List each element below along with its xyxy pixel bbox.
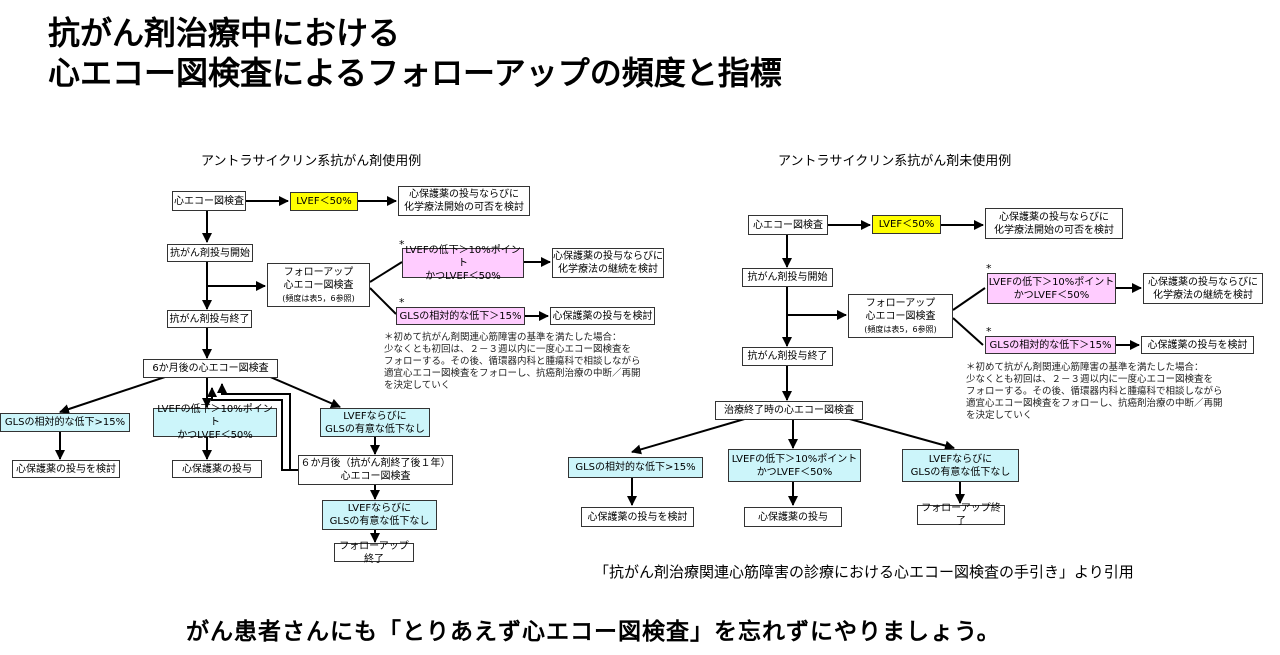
right-gls-drop-box: GLSの相対的な低下＞15% bbox=[985, 336, 1116, 354]
left-no-drop2-box: LVEFならびに GLSの有意な低下なし bbox=[322, 500, 437, 530]
right-cardio-consider-box: 心保護薬の投与を検討 bbox=[581, 507, 694, 527]
left-follow-end-box: フォローアップ終了 bbox=[334, 541, 414, 565]
right-follow-echo-box: フォローアップ 心エコー図検査(頻度は表5，6参照) bbox=[848, 294, 953, 338]
left-cardio-consider-box: 心保護薬の投与を検討 bbox=[12, 460, 120, 478]
right-no-drop-box: LVEFならびに GLSの有意な低下なし bbox=[902, 449, 1019, 482]
left-consider-cardio-box: 心保護薬の投与を検討 bbox=[550, 307, 655, 325]
left-continue-consider-box: 心保護薬の投与ならびに 化学療法の継続を検討 bbox=[552, 248, 664, 278]
right-footnote: ＊初めて抗がん剤関連心筋障害の基準を満たした場合： 少なくとも初回は、２－３週以… bbox=[966, 362, 1223, 421]
left-gls-result-box: GLSの相対的な低下>15% bbox=[0, 413, 130, 432]
left-follow-echo-box: フォローアップ 心エコー図検査(頻度は表5，6参照) bbox=[267, 263, 370, 307]
left-lvef-box: LVEF＜50% bbox=[290, 192, 358, 211]
right-gls-result-box: GLSの相対的な低下>15% bbox=[568, 457, 703, 478]
left-footnote: ＊初めて抗がん剤関連心筋障害の基準を満たした場合： 少なくとも初回は、２－３週以… bbox=[384, 332, 641, 391]
left-star-1: * bbox=[399, 238, 405, 251]
right-cardio-give-box: 心保護薬の投与 bbox=[744, 507, 842, 527]
left-gls-drop-box: GLSの相対的な低下＞15% bbox=[396, 307, 525, 325]
right-continue-consider-box: 心保護薬の投与ならびに 化学療法の継続を検討 bbox=[1143, 273, 1263, 304]
right-end-echo-box: 治療終了時の心エコー図検査 bbox=[715, 401, 863, 420]
left-consider-start-box: 心保護薬の投与ならびに 化学療法開始の可否を検討 bbox=[398, 186, 530, 216]
right-caption: アントラサイクリン系抗がん剤未使用例 bbox=[778, 154, 1012, 169]
title-line-2: 心エコー図検査によるフォローアップの頻度と指標 bbox=[48, 54, 782, 92]
left-cardio-give-box: 心保護薬の投与 bbox=[172, 460, 262, 478]
right-star-1: * bbox=[986, 262, 992, 275]
right-lvef-drop-box: LVEFの低下＞10%ポイント かつLVEF＜50% bbox=[987, 273, 1116, 304]
right-lvef-result-box: LVEFの低下＞10%ポイント かつLVEF＜50% bbox=[728, 449, 861, 482]
right-star-2: * bbox=[986, 325, 992, 338]
right-start-box: 抗がん剤投与開始 bbox=[742, 268, 833, 287]
left-lvef-result-box: LVEFの低下＞10%ポイント かつLVEF＜50% bbox=[153, 404, 277, 441]
left-no-drop-box: LVEFならびに GLSの有意な低下なし bbox=[320, 408, 430, 437]
right-follow-end-box: フォローアップ終了 bbox=[917, 503, 1005, 527]
right-consider-cardio-box: 心保護薬の投与を検討 bbox=[1141, 336, 1254, 354]
right-end-box: 抗がん剤投与終了 bbox=[742, 347, 833, 366]
left-six-month-box: 6か月後の心エコー図検査 bbox=[143, 359, 278, 378]
left-caption: アントラサイクリン系抗がん剤使用例 bbox=[201, 154, 422, 169]
left-start-box: 抗がん剤投与開始 bbox=[167, 244, 253, 262]
source-citation: 「抗がん剤治療関連心筋障害の診療における心エコー図検査の手引き」より引用 bbox=[594, 563, 1134, 581]
left-lvef-drop-box: LVEFの低下＞10%ポイント かつLVEF＜50% bbox=[402, 245, 524, 282]
bottom-message: がん患者さんにも「とりあえず心エコー図検査」を忘れずにやりましょう。 bbox=[186, 619, 1001, 645]
right-consider-start-box: 心保護薬の投与ならびに 化学療法開始の可否を検討 bbox=[985, 208, 1123, 239]
right-lvef-box: LVEF＜50% bbox=[872, 215, 941, 234]
title-line-1: 抗がん剤治療中における bbox=[48, 14, 401, 52]
right-echo-box: 心エコー図検査 bbox=[748, 215, 828, 235]
left-end-box: 抗がん剤投与終了 bbox=[167, 310, 252, 328]
left-star-2: * bbox=[399, 296, 405, 309]
left-six-month-after-box: ６か月後（抗がん剤終了後１年） 心エコー図検査 bbox=[298, 455, 453, 485]
left-echo-box: 心エコー図検査 bbox=[172, 191, 246, 211]
